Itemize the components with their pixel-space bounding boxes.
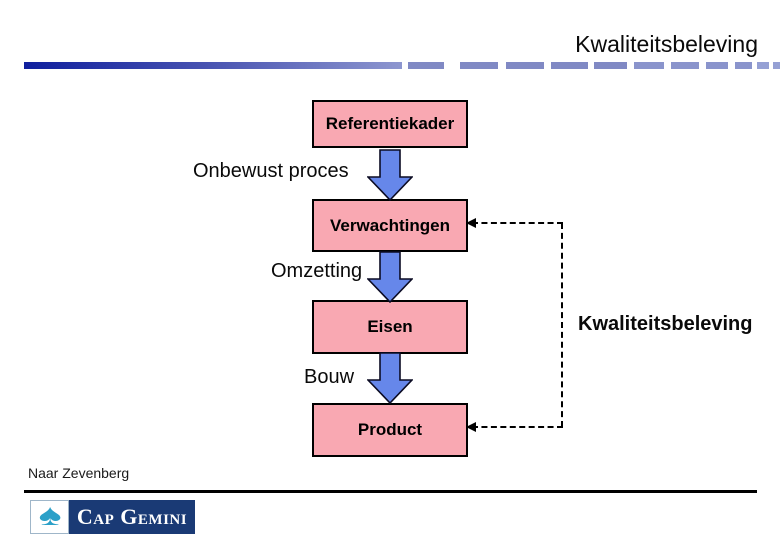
slide-title: Kwaliteitsbeleving [575, 31, 758, 57]
bar-dash [706, 62, 728, 69]
bar-dash [671, 62, 699, 69]
spade-icon: ♠ [37, 500, 62, 532]
flow-box-referentiekader: Referentiekader [312, 100, 468, 148]
flow-box-verwachtingen: Verwachtingen [312, 199, 468, 252]
left-arrowhead-icon [466, 422, 476, 432]
feedback-connector-vertical [561, 223, 563, 427]
flow-box-label: Referentiekader [325, 114, 455, 133]
bar-dash [408, 62, 444, 69]
footer-note: Naar Zevenberg [28, 465, 130, 481]
bar-dash [506, 62, 544, 69]
cap-gemini-logo: ♠ Cap Gemini [30, 500, 195, 534]
flow-box-product: Product [312, 403, 468, 457]
left-arrowhead-icon [466, 218, 476, 228]
logo-panel: Cap Gemini [69, 500, 195, 534]
logo-spade-box: ♠ [30, 500, 69, 534]
bar-dash [757, 62, 769, 69]
header-rule-solid [24, 62, 402, 69]
logo-brand-text: Cap Gemini [76, 504, 188, 529]
flow-box-label: Eisen [367, 317, 413, 336]
feedback-connector-bottom [472, 426, 563, 428]
flow-box-label: Product [357, 420, 423, 439]
down-arrow-icon [367, 352, 413, 404]
bar-dash [551, 62, 588, 69]
bar-dash [735, 62, 752, 69]
bar-dash [634, 62, 664, 69]
down-arrow-icon [367, 149, 413, 201]
flow-box-eisen: Eisen [312, 300, 468, 354]
bar-dash [460, 62, 498, 69]
footer-rule [24, 490, 757, 493]
feedback-connector-top [472, 222, 563, 224]
flow-label-omzetting: Omzetting [271, 260, 363, 282]
side-label-kwaliteitsbeleving: Kwaliteitsbeleving [578, 313, 753, 335]
bar-dash [773, 62, 780, 69]
header-rule-dashes [408, 62, 780, 69]
flow-box-label: Verwachtingen [330, 215, 450, 235]
flow-label-onbewust-proces: Onbewust proces [193, 160, 349, 182]
flow-label-bouw: Bouw [304, 366, 355, 388]
down-arrow-icon [367, 251, 413, 303]
bar-dash [594, 62, 627, 69]
